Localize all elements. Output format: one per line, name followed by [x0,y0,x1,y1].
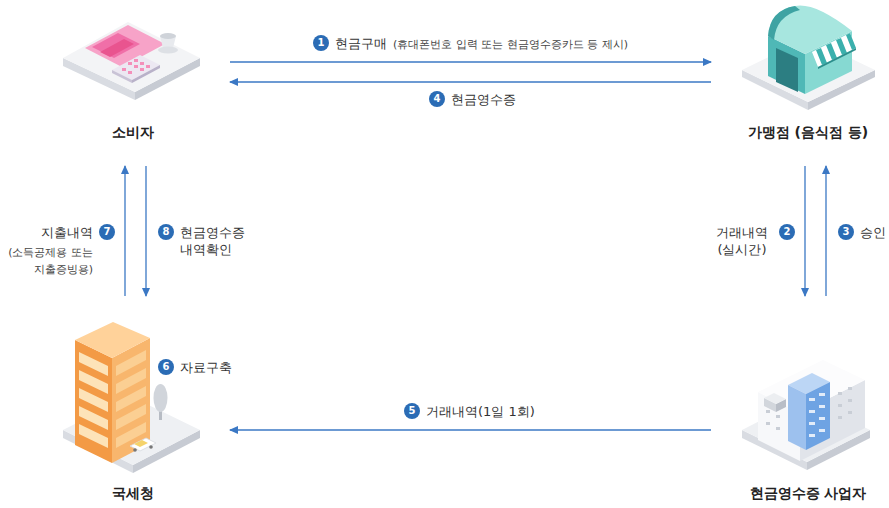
note-text: (소득공제용 또는 지출증빙용) [2,244,93,278]
edge-label: 거래내역(1일 1회) [426,403,535,420]
entity-label: 가맹점 (음식점 등) [748,122,869,142]
callout-number: 3 [838,224,854,240]
edge-label: 거래내역 (실시간) [712,224,772,258]
note-text: (휴대폰번호 입력 또는 현금영수증카드 등 제시) [393,36,628,53]
callout-number: 2 [779,224,795,240]
entity-node: 현금영수증 사업자 [735,320,881,503]
note-text: 자료구축 [180,359,232,376]
label-group: 8 [158,224,174,240]
label-group: 2 [779,224,795,240]
entity-node: 소비자 [60,14,206,142]
label-group: 3 승인 [838,224,886,241]
label-group: 7 [99,224,115,240]
callout-number: 6 [158,359,174,375]
consumer-illustration [63,22,200,100]
edge-label: 지출내역 [20,224,93,241]
entity-label: 소비자 [112,122,154,142]
label-group: 1 현금구매 (휴대폰번호 입력 또는 현금영수증카드 등 제시) [313,35,628,53]
label-group: 4 현금영수증 [429,91,516,108]
flow-arrow [804,166,805,296]
edge-label: 현금구매 [335,35,387,52]
callout-number: 4 [429,91,445,107]
flow-arrow [825,166,826,296]
label-group: 거래내역 (실시간) [712,224,772,258]
business-illustration [742,360,870,470]
label-group: 현금영수증 내역확인 [180,224,260,258]
entity-node: 가맹점 (음식점 등) [735,14,881,142]
label-group: 5 거래내역(1일 1회) [404,403,535,420]
edge-label: 승인 [860,224,886,241]
entity-node: 국세청 [60,320,206,503]
label-group: (소득공제용 또는 지출증빙용) [2,243,93,278]
store-illustration [742,6,875,110]
flow-arrow [230,429,711,430]
entity-label: 현금영수증 사업자 [750,483,867,503]
callout-number: 1 [313,35,329,51]
flow-arrow [145,166,146,296]
callout-number: 8 [158,224,174,240]
edge-label: 현금영수증 내역확인 [180,224,260,258]
edge-label: 현금영수증 [451,91,516,108]
label-group: 지출내역 [20,224,93,241]
label-group: 6 자료구축 [158,359,232,376]
entity-label: 국세청 [112,483,154,503]
flow-arrow [230,61,711,62]
callout-number: 7 [99,224,115,240]
flow-arrow [124,166,125,296]
callout-number: 5 [404,403,420,419]
tax-office-illustration [63,322,200,473]
flow-arrow [230,81,711,82]
